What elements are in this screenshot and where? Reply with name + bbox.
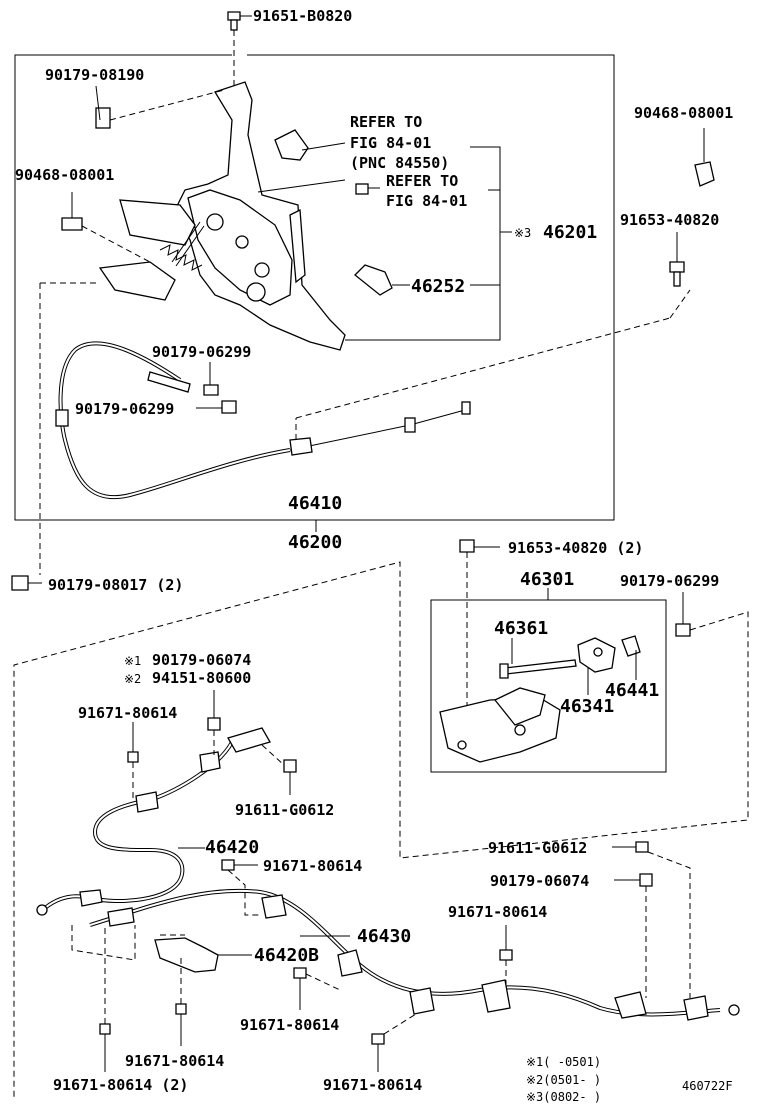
label-46252: 46252 <box>411 276 465 297</box>
label-90179-06074-a: 90179-06074 <box>152 651 251 669</box>
label-46430: 46430 <box>357 926 411 947</box>
legend-line-2: ※2(0501- ) <box>526 1073 601 1087</box>
cable-46410 <box>55 341 471 500</box>
label-91671-e: 91671-80614 <box>125 1052 224 1070</box>
nut-90179-08017 <box>11 575 29 591</box>
label-refer1-b: FIG 84-01 <box>350 134 431 152</box>
label-90179-06299-a: 90179-06299 <box>152 343 251 361</box>
bolt-91651 <box>227 11 252 92</box>
label-91671-c: 91671-80614 <box>448 903 547 921</box>
label-90179-08190: 90179-08190 <box>45 66 144 84</box>
bolt-91653-top <box>669 261 685 273</box>
bolt-91671-d <box>293 967 307 979</box>
label-94151-80600: 94151-80600 <box>152 669 251 687</box>
clip-90468-right <box>694 161 715 187</box>
label-46200: 46200 <box>288 532 342 553</box>
label-mark2: ※2 <box>124 672 141 686</box>
bracket-46420B <box>154 937 219 973</box>
label-91671-d: 91671-80614 <box>240 1016 339 1034</box>
bolt-91611-a <box>283 759 297 773</box>
label-46420B: 46420B <box>254 945 319 966</box>
label-91651-B0820: 91651-B0820 <box>253 7 352 25</box>
legend-line-1: ※1( -0501) <box>526 1055 601 1069</box>
parking-brake-pedal-bracket <box>95 81 346 351</box>
label-91611-b: 91611-G0612 <box>488 839 587 857</box>
legend-line-3: ※3(0802- ) <box>526 1090 601 1104</box>
label-refer2-a: REFER TO <box>386 172 458 190</box>
label-91671-f: 91671-80614 (2) <box>53 1076 188 1094</box>
upper-frame <box>14 54 615 521</box>
label-refer1-c: (PNC 84550) <box>350 154 449 172</box>
nut-90179-06299-c <box>675 623 691 637</box>
label-91653-mid: 91653-40820 (2) <box>508 539 643 557</box>
label-46341: 46341 <box>560 696 614 717</box>
bolt-46361 <box>504 659 577 675</box>
cable-46420 <box>36 727 271 916</box>
label-90179-06299-b: 90179-06299 <box>75 400 174 418</box>
bolt-91671-b <box>221 859 235 871</box>
label-90468-right: 90468-08001 <box>634 104 733 122</box>
bolt-91671-g <box>371 1033 385 1045</box>
bolt-91671-c <box>499 949 513 961</box>
nut-90179-06299-b <box>221 400 237 414</box>
label-refer1-a: REFER TO <box>350 113 422 131</box>
label-46410: 46410 <box>288 493 342 514</box>
pedal-pad-46252 <box>354 264 393 296</box>
label-90179-08017: 90179-08017 (2) <box>48 576 183 594</box>
bolt-91671-e <box>175 1003 187 1015</box>
bolt-94151 <box>207 717 221 731</box>
label-refer2-b: FIG 84-01 <box>386 192 467 210</box>
bolt-91611-b <box>635 841 649 853</box>
nut-90179-06299-a <box>203 384 219 396</box>
label-46441: 46441 <box>605 680 659 701</box>
label-46201: 46201 <box>543 222 597 243</box>
nut-90179-06074-b <box>639 873 653 887</box>
label-mark1: ※1 <box>124 654 141 668</box>
label-46201-mark: ※3 <box>514 226 531 240</box>
label-91671-a: 91671-80614 <box>78 704 177 722</box>
nut-refer <box>355 183 369 195</box>
label-91653-top: 91653-40820 <box>620 211 719 229</box>
cable-46430 <box>89 888 740 1021</box>
label-91671-g: 91671-80614 <box>323 1076 422 1094</box>
label-90468-left: 90468-08001 <box>15 166 114 184</box>
bracket-46341 <box>439 635 641 763</box>
label-46361: 46361 <box>494 618 548 639</box>
bolt-91671-f <box>99 1023 111 1035</box>
label-91611-a: 91611-G0612 <box>235 801 334 819</box>
label-46301: 46301 <box>520 569 574 590</box>
cover-part <box>274 129 309 161</box>
label-91671-b: 91671-80614 <box>263 857 362 875</box>
label-46420: 46420 <box>205 837 259 858</box>
bolt-91653-mid <box>459 539 475 553</box>
clip-90468-left <box>61 217 83 231</box>
diagram-code: 460722F <box>682 1079 733 1093</box>
bolt-91671-a <box>127 751 139 763</box>
label-90179-06074-b: 90179-06074 <box>490 872 589 890</box>
label-90179-06299-c: 90179-06299 <box>620 572 719 590</box>
